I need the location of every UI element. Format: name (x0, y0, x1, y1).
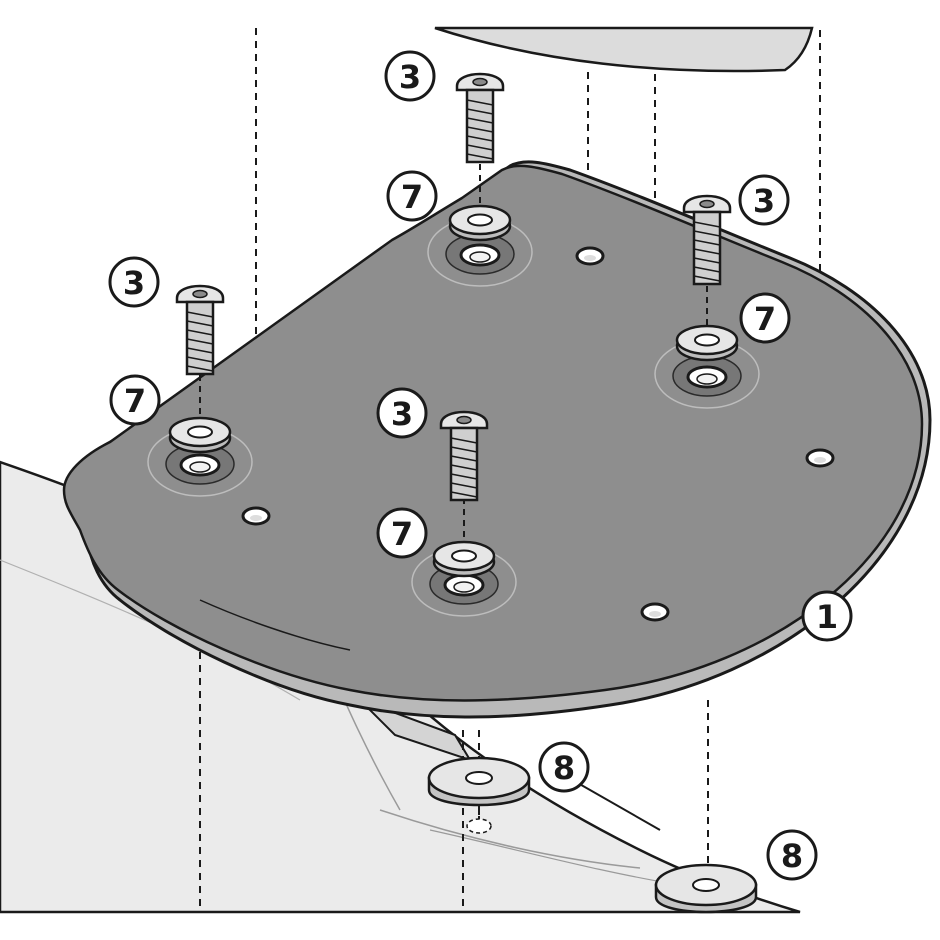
callout-screw-center: 3 (376, 387, 428, 439)
spacer-right (654, 863, 758, 914)
callout-spacer-middle-label: 8 (553, 749, 575, 787)
washer-top (448, 204, 512, 242)
top-case (434, 26, 814, 73)
callout-spacer-right-label: 8 (781, 837, 803, 875)
callout-screw-top-label: 3 (399, 58, 421, 96)
screw-top (455, 72, 505, 164)
callout-plate: 1 (801, 590, 853, 642)
callout-washer-top: 7 (386, 170, 438, 222)
washer-right (675, 324, 739, 362)
screw-left (175, 284, 225, 376)
hole-right (805, 448, 835, 468)
callout-screw-center-label: 3 (391, 395, 413, 433)
hole-bottom-right (640, 602, 670, 622)
callout-washer-top-label: 7 (401, 178, 423, 216)
hole-top (575, 246, 605, 266)
callout-washer-left: 7 (109, 374, 161, 426)
washer-left (168, 416, 232, 454)
callout-spacer-middle: 8 (538, 741, 590, 793)
hole-left (241, 506, 271, 526)
washer-center (432, 540, 496, 578)
callout-washer-left-label: 7 (124, 382, 146, 420)
callout-washer-right: 7 (739, 292, 791, 344)
callout-washer-center: 7 (376, 507, 428, 559)
callout-screw-left-label: 3 (123, 264, 145, 302)
callout-screw-right: 3 (738, 174, 790, 226)
callout-spacer-right: 8 (766, 829, 818, 881)
callout-screw-left: 3 (108, 256, 160, 308)
callout-washer-right-label: 7 (754, 300, 776, 338)
callout-screw-right-label: 3 (753, 182, 775, 220)
spacer-middle (427, 756, 531, 807)
callout-washer-center-label: 7 (391, 515, 413, 553)
callout-plate-label: 1 (816, 598, 838, 636)
callout-screw-top: 3 (384, 50, 436, 102)
